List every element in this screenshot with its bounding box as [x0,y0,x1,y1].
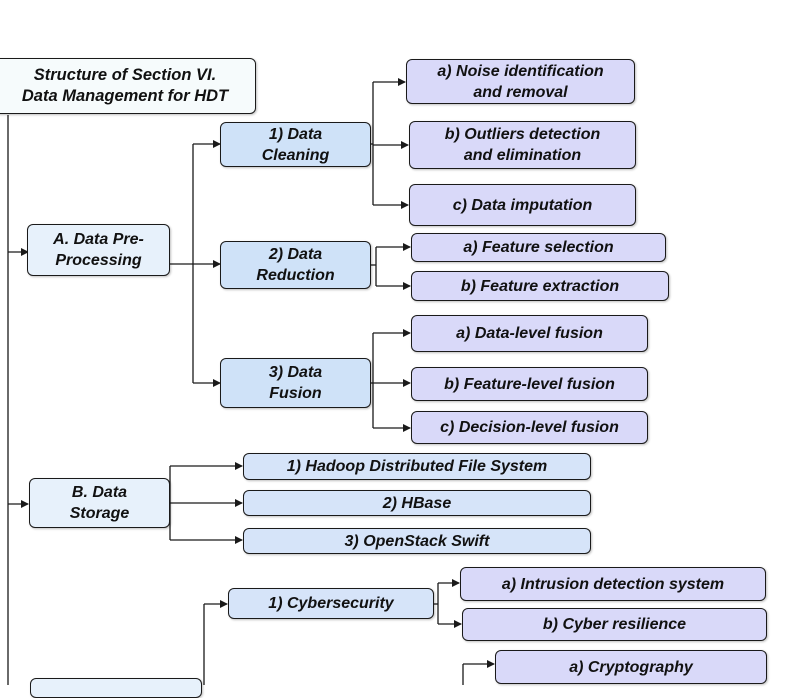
leaf-feature-extraction: b) Feature extraction [411,271,669,301]
subsection-hadoop-dfs: 1) Hadoop Distributed File System [243,453,591,480]
subsection-data-fusion: 3) Data Fusion [220,358,371,408]
subsection-data-reduction: 2) Data Reduction [220,241,371,289]
leaf-feature-level-fusion: b) Feature-level fusion [411,367,648,401]
leaf-feature-selection: a) Feature selection [411,233,666,262]
leaf-data-imputation: c) Data imputation [409,184,636,226]
leaf-cyber-resilience: b) Cyber resilience [462,608,767,641]
section-b-data-storage: B. Data Storage [29,478,170,528]
leaf-decision-level-fusion: c) Decision-level fusion [411,411,648,444]
leaf-noise-identification: a) Noise identification and removal [406,59,635,104]
leaf-cryptography: a) Cryptography [495,650,767,684]
leaf-intrusion-detection: a) Intrusion detection system [460,567,766,601]
root-title-box: Structure of Section VI. Data Management… [0,58,256,114]
subsection-openstack-swift: 3) OpenStack Swift [243,528,591,554]
subsection-hbase: 2) HBase [243,490,591,516]
leaf-data-level-fusion: a) Data-level fusion [411,315,648,352]
subsection-cybersecurity: 1) Cybersecurity [228,588,434,619]
leaf-outliers-detection: b) Outliers detection and elimination [409,121,636,169]
section-c-partial [30,678,202,698]
subsection-data-cleaning: 1) Data Cleaning [220,122,371,167]
section-a-data-preprocessing: A. Data Pre- Processing [27,224,170,276]
